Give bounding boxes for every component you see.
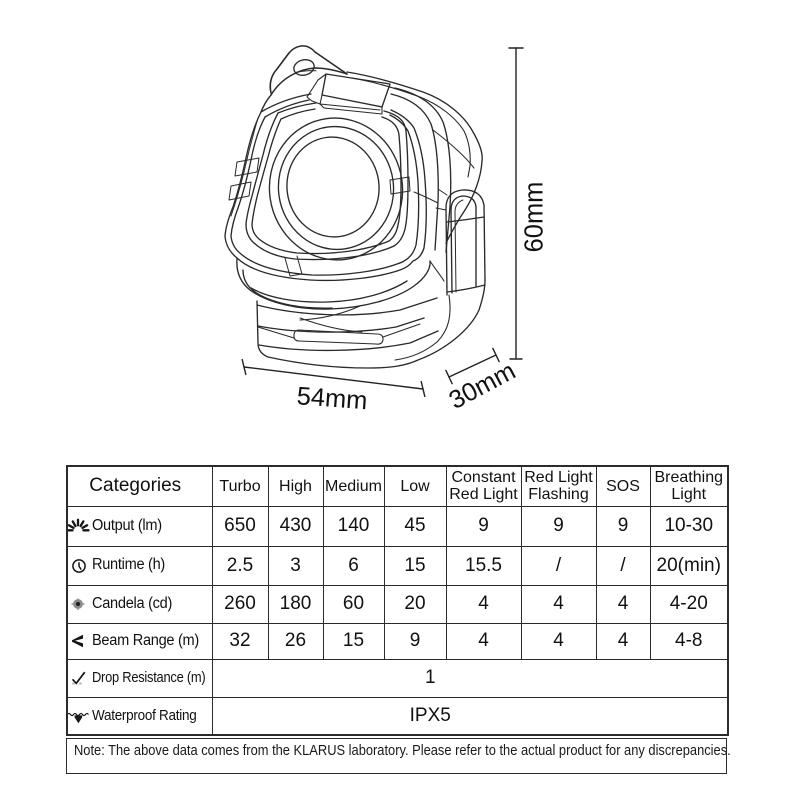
svg-text:60mm: 60mm xyxy=(521,182,549,253)
svg-text:30mm: 30mm xyxy=(445,357,521,415)
svg-text:54mm: 54mm xyxy=(296,382,369,415)
